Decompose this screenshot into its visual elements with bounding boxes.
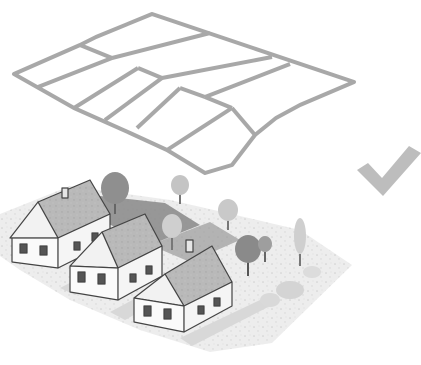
housing-development-illustration — [0, 172, 352, 352]
house-window — [214, 298, 220, 306]
checkmark-icon — [357, 146, 421, 196]
house-front-wall — [12, 238, 58, 268]
plan-parcel-line — [205, 97, 232, 108]
plan-parcel-line — [167, 108, 232, 150]
plot-layout-plan — [14, 14, 354, 173]
house-window — [40, 246, 47, 255]
house-window — [198, 306, 204, 314]
plan-parcel-line — [162, 57, 272, 78]
plan-parcel-line — [180, 88, 205, 97]
house-window — [20, 244, 27, 253]
house-window — [164, 309, 171, 319]
house-window — [130, 274, 136, 282]
plan-parcel-line — [138, 68, 162, 78]
house-window — [146, 266, 152, 274]
plan-parcel-line — [38, 58, 112, 87]
plan-parcel-line — [232, 108, 255, 135]
house-chimney — [186, 240, 193, 252]
house-chimney — [62, 188, 68, 198]
plan-parcel-line — [80, 45, 112, 58]
house-window — [74, 242, 80, 250]
house-window — [98, 274, 105, 284]
tree — [171, 175, 189, 204]
house-window — [144, 306, 151, 316]
house-window — [78, 272, 85, 282]
plan-parcel-line — [112, 33, 210, 58]
